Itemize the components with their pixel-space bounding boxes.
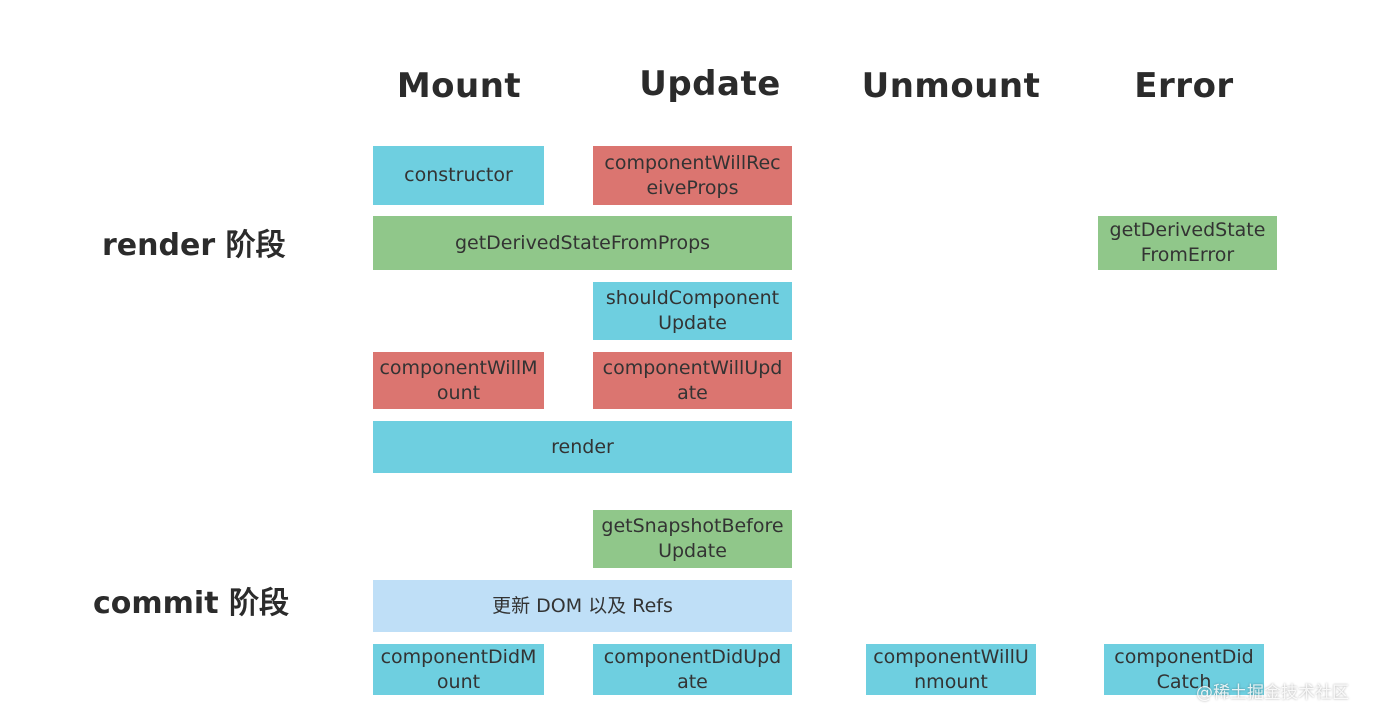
- column-title-unmount: Unmount: [861, 66, 1041, 106]
- watermark-text: @稀土掘金技术社区: [1196, 683, 1349, 703]
- render-method-box: render: [373, 421, 792, 473]
- get-derived-state-from-error-box: getDerivedStateFromError: [1098, 216, 1277, 270]
- should-component-update-box: shouldComponentUpdate: [593, 282, 792, 340]
- component-did-catch-box: componentDidCatch: [1104, 644, 1264, 695]
- component-will-mount-box: componentWillMount: [373, 352, 544, 409]
- component-will-update-box: componentWillUpdate: [593, 352, 792, 409]
- column-title-error: Error: [1134, 66, 1234, 106]
- component-did-mount-box: componentDidMount: [373, 644, 544, 695]
- column-title-update: Update: [639, 64, 781, 104]
- component-did-update-box: componentDidUpdate: [593, 644, 792, 695]
- component-will-unmount-box: componentWillUnmount: [866, 644, 1036, 695]
- phase-label-commit: commit 阶段: [93, 586, 289, 621]
- get-snapshot-before-update-box: getSnapshotBeforeUpdate: [593, 510, 792, 568]
- get-derived-state-from-props-box: getDerivedStateFromProps: [373, 216, 792, 270]
- update-dom-refs-box: 更新 DOM 以及 Refs: [373, 580, 792, 632]
- constructor-box: constructor: [373, 146, 544, 205]
- phase-label-render: render 阶段: [102, 228, 286, 263]
- column-title-mount: Mount: [396, 66, 522, 106]
- component-will-receive-props-box: componentWillReceiveProps: [593, 146, 792, 205]
